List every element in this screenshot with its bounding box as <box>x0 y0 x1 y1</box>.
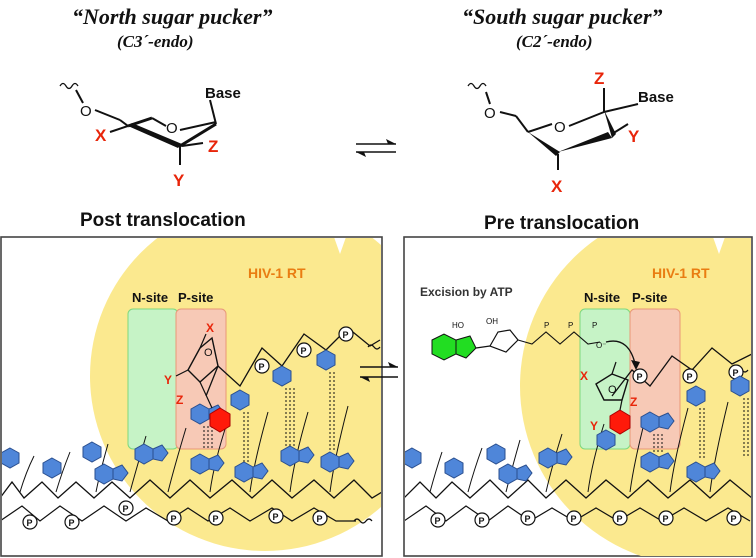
south-sugar-structure: O O Z Base Y X <box>467 69 674 196</box>
post-translocation-panel: P P P P P P P P P P <box>0 236 383 557</box>
phosphate-label: P <box>317 514 323 524</box>
phosphate-label: P <box>733 368 739 378</box>
south-z-label: Z <box>594 69 604 88</box>
phosphate-label: P <box>571 514 577 524</box>
phosphate-label: P <box>171 514 177 524</box>
south-ring-o-label: O <box>554 119 566 136</box>
n-site-label: N-site <box>132 290 168 305</box>
south-x-label: X <box>551 177 563 196</box>
z-substituent-label: Z <box>176 393 183 407</box>
y-substituent-label-pre: Y <box>590 419 598 433</box>
p-site-label-pre: P-site <box>632 290 667 305</box>
hiv-rt-label: HIV-1 RT <box>248 265 306 281</box>
north-z-label: Z <box>208 137 218 156</box>
n-site-label-pre: N-site <box>584 290 620 305</box>
sugar-pucker-structures: O O Base X Y Z O O <box>59 69 674 196</box>
phosphate-label: P <box>525 514 531 524</box>
north-y-label: Y <box>173 171 185 190</box>
atp-molecule: HO OH P P P O⁻ <box>431 317 640 370</box>
phosphate-label: P <box>435 516 441 526</box>
atp-p-label: P <box>592 321 597 330</box>
south-base-label: Base <box>638 89 674 106</box>
phosphate-label: P <box>213 514 219 524</box>
terminal-nucleotide-base <box>209 407 231 433</box>
south-y-label: Y <box>628 127 640 146</box>
terminal-nucleotide-base-pre <box>609 409 631 435</box>
atp-p-label: P <box>568 321 573 330</box>
post-translocation-title: Post translocation <box>80 210 246 231</box>
north-pucker-title: “North sugar pucker” <box>72 4 273 29</box>
phosphate-label: P <box>259 362 265 372</box>
phosphate-label: P <box>273 512 279 522</box>
hiv-rt-label-pre: HIV-1 RT <box>652 265 710 281</box>
phosphate-label: P <box>687 372 693 382</box>
atp-o-minus-label: O⁻ <box>596 341 606 350</box>
south-pucker-title: “South sugar pucker” <box>462 4 663 29</box>
ring-oxygen-label-pre: O <box>608 384 617 396</box>
phosphate-label: P <box>479 516 485 526</box>
south-pucker-subtitle: (C2´-endo) <box>516 32 593 51</box>
phosphate-label: P <box>27 518 33 528</box>
ring-oxygen-label: O <box>204 347 213 359</box>
north-sugar-structure: O O Base X Y Z <box>59 82 241 190</box>
p-site-label: P-site <box>178 290 213 305</box>
oh-label: OH <box>486 317 498 326</box>
phosphate-label: P <box>637 372 643 382</box>
equilibrium-arrows-bottom <box>360 362 398 382</box>
north-ring-o-label: O <box>166 120 178 137</box>
equilibrium-arrows-top <box>356 139 396 157</box>
atp-p-label: P <box>544 321 549 330</box>
phosphate-label: P <box>69 518 75 528</box>
pre-translocation-title: Pre translocation <box>484 213 640 234</box>
pre-translocation-panel: HO OH P P P O⁻ P P P P P P <box>403 236 753 557</box>
x-substituent-label: X <box>206 321 214 335</box>
ho-label: HO <box>452 321 464 330</box>
phosphate-label: P <box>663 514 669 524</box>
north-x-label: X <box>95 126 107 145</box>
phosphate-label: P <box>731 514 737 524</box>
excision-by-atp-label: Excision by ATP <box>420 285 513 299</box>
phosphate-label: P <box>123 504 129 514</box>
north-base-label: Base <box>205 85 241 102</box>
z-substituent-label-pre: Z <box>630 395 637 409</box>
south-o5-label: O <box>484 105 496 122</box>
translocation-panels: P P P P P P P P P P <box>0 236 753 557</box>
y-substituent-label: Y <box>164 373 172 387</box>
north-pucker-subtitle: (C3´-endo) <box>117 32 194 51</box>
phosphate-label: P <box>343 330 349 340</box>
x-substituent-label-pre: X <box>580 369 588 383</box>
phosphate-label: P <box>301 346 307 356</box>
north-o5-label: O <box>80 103 92 120</box>
phosphate-label: P <box>617 514 623 524</box>
